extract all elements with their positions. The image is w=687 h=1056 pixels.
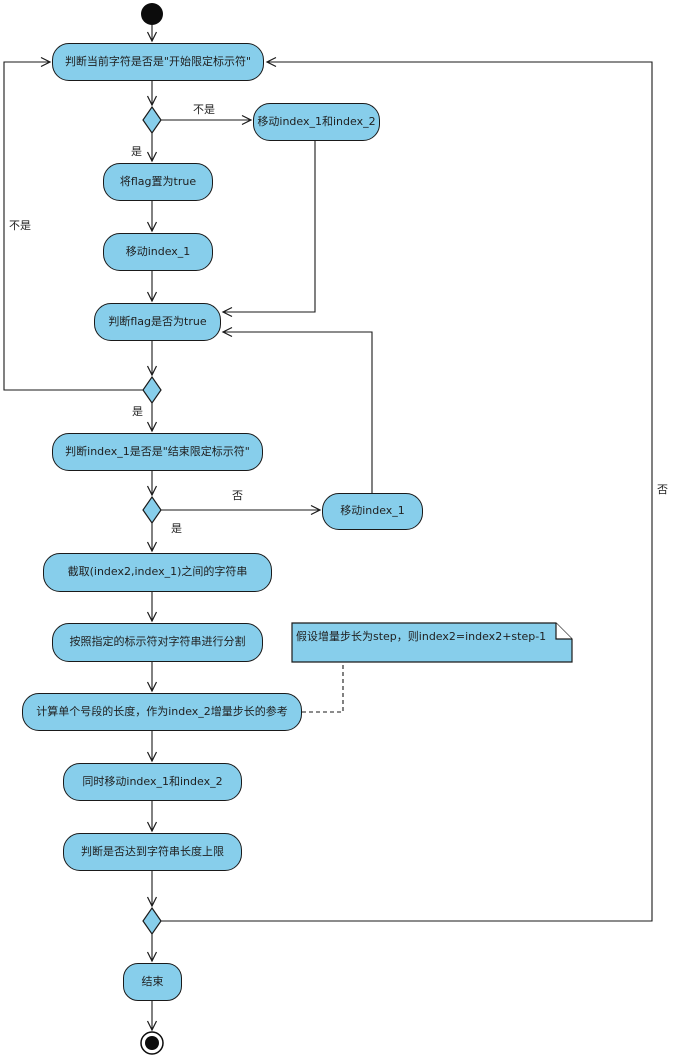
edge-decision2-no-loop xyxy=(3,56,143,391)
activity-label: 判断flag是否为true xyxy=(108,314,207,328)
decision1-diamond xyxy=(142,105,162,135)
note-shape xyxy=(291,622,573,663)
activity-check-end-delimiter: 判断index_1是否是"结束限定标示符" xyxy=(52,433,263,471)
activity-move-index1-b: 移动index_1 xyxy=(322,493,423,530)
activity-label: 截取(index2,index_1)之间的字符串 xyxy=(67,565,248,579)
activity-end: 结束 xyxy=(123,963,182,1001)
final-node xyxy=(140,1031,164,1055)
activity-substring-between: 截取(index2,index_1)之间的字符串 xyxy=(43,553,272,592)
edge-label-decision2-yes: 是 xyxy=(132,405,143,418)
activity-label: 判断当前字符是否是"开始限定标示符" xyxy=(64,54,252,68)
activity-check-length-limit: 判断是否达到字符串长度上限 xyxy=(63,833,242,871)
activity-label: 判断index_1是否是"结束限定标示符" xyxy=(65,444,250,458)
edge-moveboth-to-checkflag xyxy=(221,141,316,318)
activity-label: 同时移动index_1和index_2 xyxy=(82,774,223,788)
edge-label-decision1-yes: 是 xyxy=(131,145,142,158)
activity-label: 移动index_1和index_2 xyxy=(257,114,376,128)
edge-decision4-no-loop xyxy=(161,56,653,922)
activity-label: 移动index_1 xyxy=(340,504,405,518)
activity-move-index1-a: 移动index_1 xyxy=(103,233,213,271)
activity-move-index1-and-index2: 移动index_1和index_2 xyxy=(253,103,380,141)
activity-check-flag-true: 判断flag是否为true xyxy=(94,303,221,341)
activity-calc-segment-length: 计算单个号段的长度，作为index_2增量步长的参考 xyxy=(22,693,302,731)
decision4-diamond xyxy=(142,906,162,936)
edge-label-decision1-no: 不是 xyxy=(193,103,215,116)
note-text: 假设增量步长为step，则index2=index2+step-1 xyxy=(296,630,547,643)
edge-label-decision3-yes: 是 xyxy=(171,522,182,535)
activity-label: 结束 xyxy=(141,974,164,988)
activity-label: 移动index_1 xyxy=(125,244,191,258)
activity-split-string: 按照指定的标示符对字符串进行分割 xyxy=(52,623,263,662)
activity-label: 计算单个号段的长度，作为index_2增量步长的参考 xyxy=(36,704,288,718)
initial-node xyxy=(141,3,163,25)
activity-label: 按照指定的标示符对字符串进行分割 xyxy=(69,635,246,649)
edge-move1b-to-checkflag xyxy=(221,326,373,493)
activity-set-flag-true: 将flag置为true xyxy=(103,163,213,201)
activity-move-both: 同时移动index_1和index_2 xyxy=(63,763,242,801)
activity-label: 将flag置为true xyxy=(119,174,197,188)
activity-label: 判断是否达到字符串长度上限 xyxy=(81,844,224,858)
activity-check-start-delimiter: 判断当前字符是否是"开始限定标示符" xyxy=(52,43,264,81)
decision2-diamond xyxy=(142,375,162,405)
decision3-diamond xyxy=(142,495,162,525)
edge-label-decision4-no: 否 xyxy=(657,483,668,496)
edge-label-decision3-no: 否 xyxy=(232,489,243,502)
edge-label-decision2-no: 不是 xyxy=(9,219,31,232)
note-anchor-line xyxy=(302,663,344,713)
